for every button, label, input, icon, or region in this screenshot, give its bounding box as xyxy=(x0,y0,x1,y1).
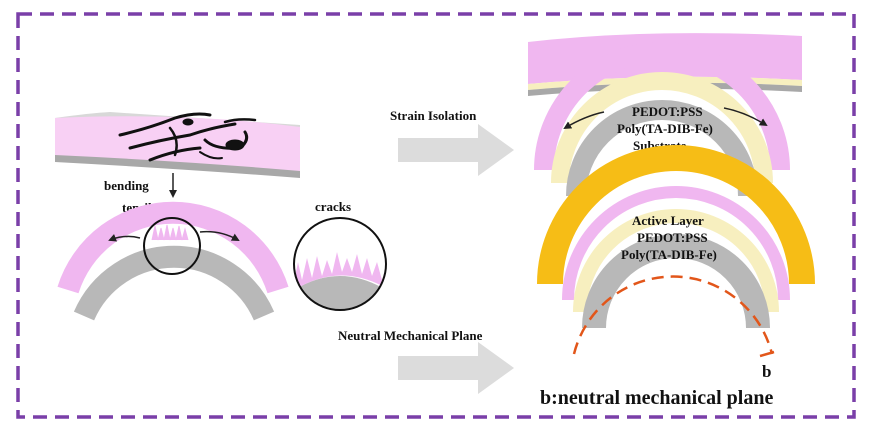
caption-label: b:neutral mechanical plane xyxy=(540,387,773,409)
dashed-frame xyxy=(16,12,856,419)
cracks-label: cracks xyxy=(315,199,351,214)
bottom-stack-active-label: Active Layer xyxy=(632,213,704,228)
curved-arrow-icon xyxy=(108,230,240,242)
bent-stack-top-right xyxy=(534,42,790,197)
curved-arrow-icon xyxy=(563,107,768,130)
bent-stack-bottom-right xyxy=(537,145,815,329)
top-stack-pedot-label: PEDOT:PSS xyxy=(632,104,703,119)
top-stack-poly-label: Poly(TA-DIB-Fe) xyxy=(617,121,713,136)
bent-film-left xyxy=(57,201,289,321)
bottom-stack-poly-label: Poly(TA-DIB-Fe) xyxy=(621,247,717,262)
b-marker-label: b xyxy=(762,362,771,381)
zoom-circle-cracks xyxy=(293,217,387,311)
crack-pattern xyxy=(118,112,257,162)
neutral-plane-line xyxy=(572,275,775,358)
strain-isolation-label: Strain Isolation xyxy=(390,108,477,123)
neutral-mechanical-plane-label: Neutral Mechanical Plane xyxy=(338,328,483,343)
arrow-right-icon xyxy=(398,124,514,176)
bottom-stack-pedot-label: PEDOT:PSS xyxy=(637,230,708,245)
bending-label: bending xyxy=(104,178,149,193)
zoom-circle-small xyxy=(143,217,201,275)
arrow-right-icon xyxy=(398,342,514,394)
